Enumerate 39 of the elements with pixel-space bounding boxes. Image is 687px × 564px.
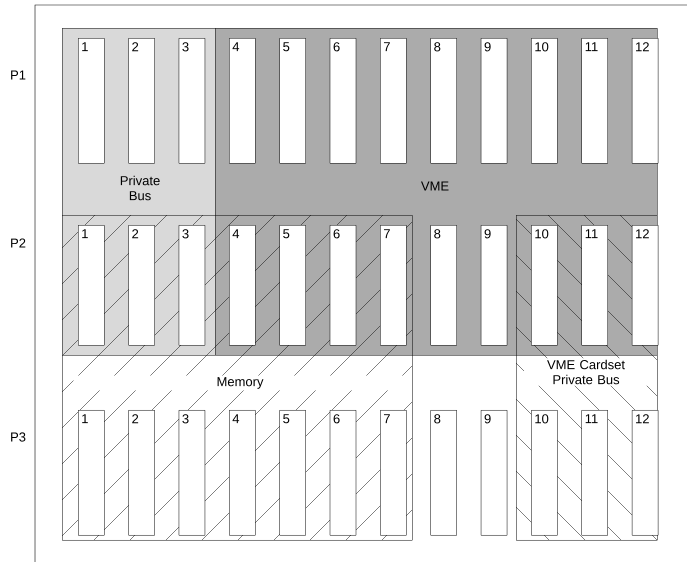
card-slot: 3 — [178, 225, 206, 346]
card-slot: 9 — [480, 225, 508, 346]
card-slot: 9 — [480, 410, 508, 536]
card-slot: 2 — [128, 38, 155, 164]
card-slot: 4 — [229, 410, 256, 536]
card-slot: 8 — [430, 410, 457, 536]
card-slot: 11 — [582, 38, 608, 164]
card-slot: 4 — [229, 225, 256, 346]
card-slot: 12 — [632, 38, 658, 164]
card-slot: 2 — [128, 225, 155, 346]
card-slot: 10 — [531, 38, 558, 164]
card-slot: 8 — [430, 38, 457, 164]
card-slot: 6 — [330, 225, 356, 346]
card-slot: 12 — [632, 225, 658, 346]
card-slot: 11 — [582, 225, 608, 346]
card-slot: 4 — [229, 38, 256, 164]
card-slot: 2 — [128, 410, 155, 536]
card-slot: 5 — [279, 410, 306, 536]
card-slot: 9 — [480, 38, 508, 164]
card-slot: 7 — [380, 410, 407, 536]
card-slot: 12 — [632, 410, 658, 536]
card-slot: 11 — [582, 410, 608, 536]
card-slot: 7 — [380, 38, 407, 164]
row-label: P3 — [11, 432, 26, 442]
card-slot: 8 — [430, 225, 457, 346]
card-slot: 3 — [178, 410, 206, 536]
card-slot: 1 — [78, 410, 104, 536]
card-slot: 1 — [78, 38, 104, 164]
card-slot: 10 — [531, 225, 558, 346]
card-slot: 1 — [78, 225, 104, 346]
row-label: P2 — [11, 238, 26, 248]
card-slot: 6 — [330, 38, 356, 164]
card-slot: 6 — [330, 410, 356, 536]
row-label: P1 — [11, 70, 26, 80]
card-slot: 5 — [279, 38, 306, 164]
card-slot: 3 — [178, 38, 206, 164]
card-slot: 5 — [279, 225, 306, 346]
card-slot: 10 — [531, 410, 558, 536]
card-slot: 7 — [380, 225, 407, 346]
